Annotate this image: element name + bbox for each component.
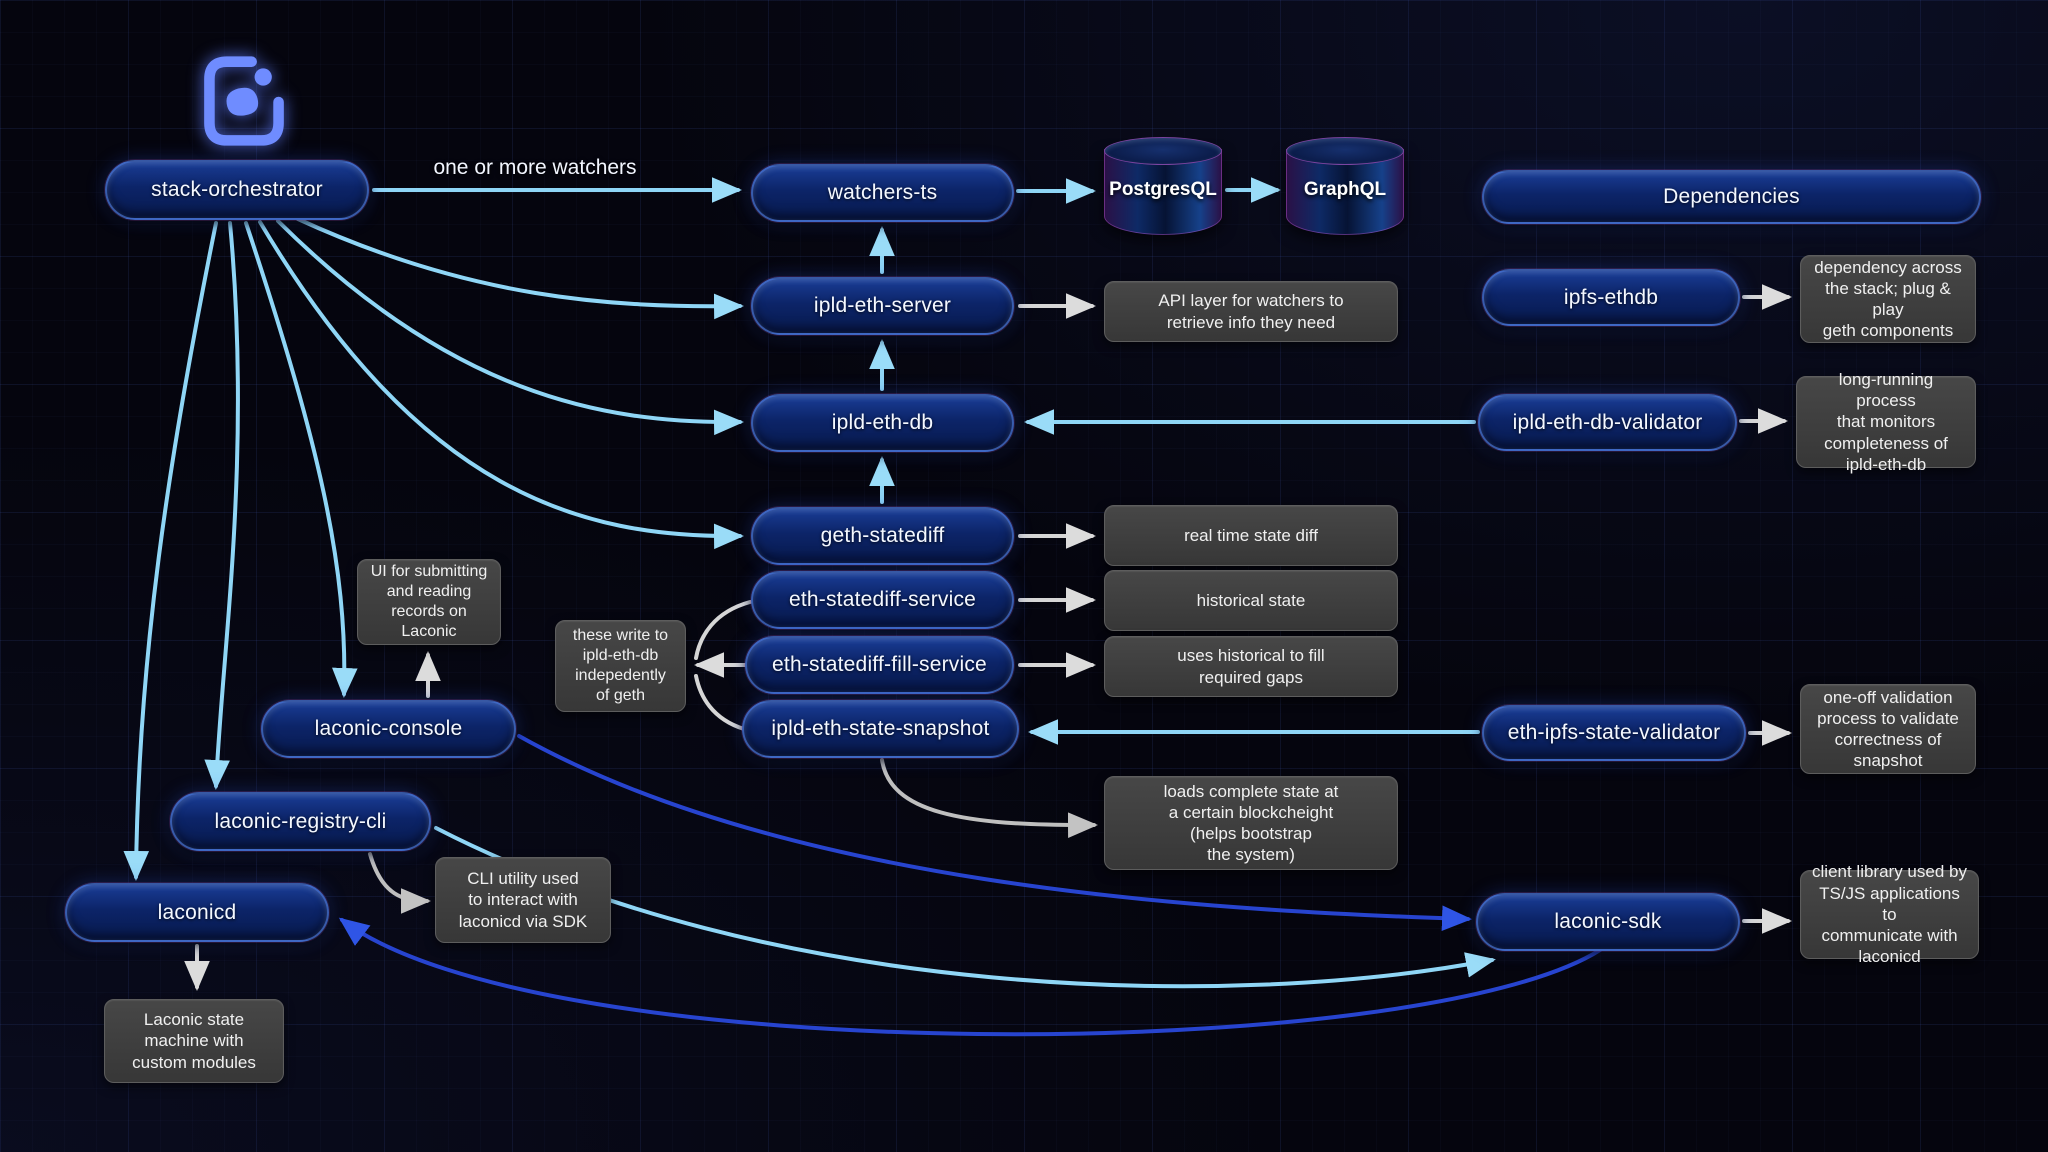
node-laconic-sdk: laconic-sdk [1476,893,1740,951]
node-label: geth-statediff [820,524,945,547]
node-label: ipld-eth-db [831,411,934,434]
cylinder-top [1286,137,1404,165]
node-label: Dependencies [1663,185,1800,208]
node-label: laconic-sdk [1554,910,1662,933]
node-label: watchers-ts [827,181,938,204]
arrow-stack-to-laconicd [123,221,218,881]
node-ipld-eth-db-validator: ipld-eth-db-validator [1478,394,1737,451]
node-label: eth-statediff-fill-service [772,653,987,676]
note-real-time-state-diff: real time state diff [1104,505,1398,566]
node-eth-ipfs-state-validator: eth-ipfs-state-validator [1482,705,1746,761]
node-label: ipld-eth-db-validator [1512,410,1703,434]
node-laconicd: laconicd [65,883,329,942]
node-label: laconic-registry-cli [214,809,387,833]
node-ipld-eth-state-snapshot: ipld-eth-state-snapshot [742,700,1019,758]
arrow-stack-to-laconic-registry-cli [204,221,240,790]
node-eth-statediff-fill-service: eth-statediff-fill-service [745,636,1014,694]
node-label: ipld-eth-state-snapshot [771,717,990,740]
node-label: laconic-console [314,717,463,740]
node-ipld-eth-server: ipld-eth-server [751,277,1014,335]
node-label: stack-orchestrator [151,178,323,201]
node-dependencies-header: Dependencies [1482,170,1981,224]
node-geth-statediff: geth-statediff [751,507,1014,565]
node-ipld-eth-db: ipld-eth-db [751,394,1014,452]
note-sdk-client-library: client library used by TS/JS application… [1800,862,1979,966]
one-or-more-watchers-label: one or more watchers [433,156,637,179]
node-label: ipld-eth-server [813,294,952,317]
node-label: PostgresQL [1109,179,1217,200]
node-postgresql-cylinder: PostgresQL [1104,137,1222,235]
note-historical-state: historical state [1104,570,1398,631]
node-laconic-registry-cli: laconic-registry-cli [170,792,431,851]
arrow-stack-to-ipld-eth-server [296,217,744,320]
note-loads-state: loads complete state at a certain blockc… [1104,776,1398,870]
arrow-console-to-sdk [517,734,1472,931]
note-console-ui: UI for submitting and reading records on… [357,559,501,645]
arrow-registry-cli-to-cli-note [368,852,431,914]
note-snapshot-validator: one-off validation process to validate c… [1800,684,1976,774]
node-label: eth-statediff-service [788,588,977,611]
node-label: laconicd [157,900,237,924]
note-fill-gaps: uses historical to fill required gaps [1104,636,1398,697]
note-db-validator: long-running process that monitors compl… [1796,370,1976,474]
node-ipfs-ethdb: ipfs-ethdb [1482,269,1740,326]
note-write-independently: these write to ipld-eth-db indepedently … [555,620,686,712]
note-api-layer: API layer for watchers to retrieve info … [1104,281,1398,342]
node-graphql-cylinder: GraphQL [1286,137,1404,235]
note-ipfs-ethdb: dependency across the stack; plug & play… [1800,255,1976,343]
fork-service-to-write-note [694,600,752,660]
arrow-stack-to-ipld-eth-db [276,219,744,436]
node-laconic-console: laconic-console [261,700,516,758]
node-label: GraphQL [1303,179,1387,200]
node-label: eth-ipfs-state-validator [1507,721,1721,744]
node-stack-orchestrator: stack-orchestrator [105,160,369,220]
node-watchers-ts: watchers-ts [751,164,1014,222]
node-label: ipfs-ethdb [1563,285,1659,309]
note-cli-utility: CLI utility used to interact with laconi… [435,857,611,943]
node-eth-statediff-service: eth-statediff-service [751,571,1014,629]
fork-snapshot-to-write-note [694,674,746,731]
arrow-stack-to-geth-statediff [258,220,744,550]
arrow-stack-to-laconic-console [244,221,358,698]
arrow-snapshot-to-loads-note [880,758,1098,838]
cylinder-top [1104,137,1222,165]
note-laconicd-state-machine: Laconic state machine with custom module… [104,999,284,1083]
laconic-logo [204,56,284,146]
arrow-sdk-to-laconicd [338,917,1602,1037]
